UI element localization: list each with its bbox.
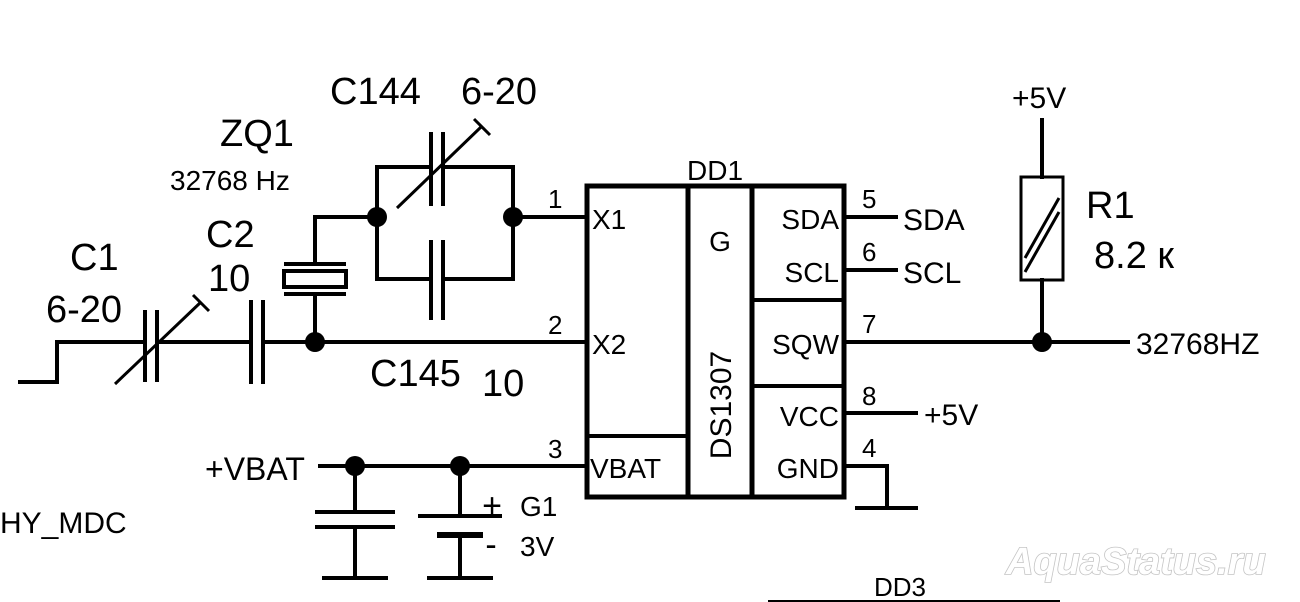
pin-number-vbat: 3 [548,434,562,464]
c145-label: C145 [370,353,461,395]
r1-resistor [1019,175,1065,282]
c145-value: 10 [482,363,524,405]
zq1-crystal [282,262,348,296]
pin-name-scl: SCL [785,257,839,288]
c144-value: 6-20 [461,71,537,113]
c144-capacitor [395,117,492,210]
pin-number-scl: 6 [862,237,876,267]
component-labels: C144 6-20 ZQ1 32768 Hz DD1 C1 6-20 C2 10… [0,71,1259,602]
c144-label: C144 [330,71,421,113]
dd1-label: DD1 [687,155,743,186]
c2-value: 10 [208,258,250,300]
r1-label: R1 [1086,185,1135,227]
pin-number-sda: 5 [862,184,876,214]
junction-dot [1032,332,1052,352]
g1-plus-sign: + [482,487,502,525]
pin-name-gnd: GND [777,453,839,484]
junction-dot [450,456,470,476]
hy-mdc-label: HY_MDC [0,507,127,540]
pin-number-vcc: 8 [862,381,876,411]
pin-number-gnd: 4 [862,433,876,463]
pin-name-vbat: VBAT [590,453,661,484]
g1-voltage: 3V [520,531,555,562]
c145-capacitor [429,240,445,320]
vbat-net-label: +VBAT [205,451,305,487]
pin-number-x1: 1 [548,184,562,214]
pin-names: X1 X2 VBAT SDA SCL SQW VCC GND G DS1307 [590,204,840,484]
junction-dot [305,332,325,352]
zq1-label: ZQ1 [220,113,294,155]
c2-label: C2 [206,214,255,256]
pin-numbers: 1 2 3 5 6 7 8 4 [548,184,876,464]
pin-number-sqw: 7 [862,309,876,339]
net-32768hz-label: 32768HZ [1136,328,1259,361]
junction-dot [503,207,523,227]
vcc-supply-label: +5V [924,399,978,432]
dd3-label: DD3 [874,572,926,602]
c1-capacitor [113,293,211,386]
r1-supply-label: +5V [1012,82,1066,115]
pin-name-sda: SDA [781,204,839,235]
right-side-wiring [842,118,1130,510]
pin-name-sqw: SQW [772,329,839,360]
pin-name-x1: X1 [592,204,626,235]
pin-name-vcc: VCC [780,401,839,432]
r1-value: 8.2 к [1094,235,1174,277]
junction-dots [305,207,1052,476]
chip-part-number: DS1307 [705,351,738,459]
junction-dot [345,456,365,476]
zq1-frequency: 32768 Hz [170,165,290,196]
sda-net-label: SDA [903,204,965,237]
crystal-network [282,117,589,344]
g1-label: G1 [520,491,557,522]
chip-g-label: G [709,226,731,257]
c1-label: C1 [70,237,119,279]
pin-number-x2: 2 [548,310,562,340]
watermark: AquaStatus.ru [1005,541,1266,583]
g1-minus-sign: - [485,526,496,564]
scl-net-label: SCL [903,257,961,290]
pin-name-x2: X2 [592,329,626,360]
c1-value: 6-20 [46,289,122,331]
junction-dot [367,207,387,227]
